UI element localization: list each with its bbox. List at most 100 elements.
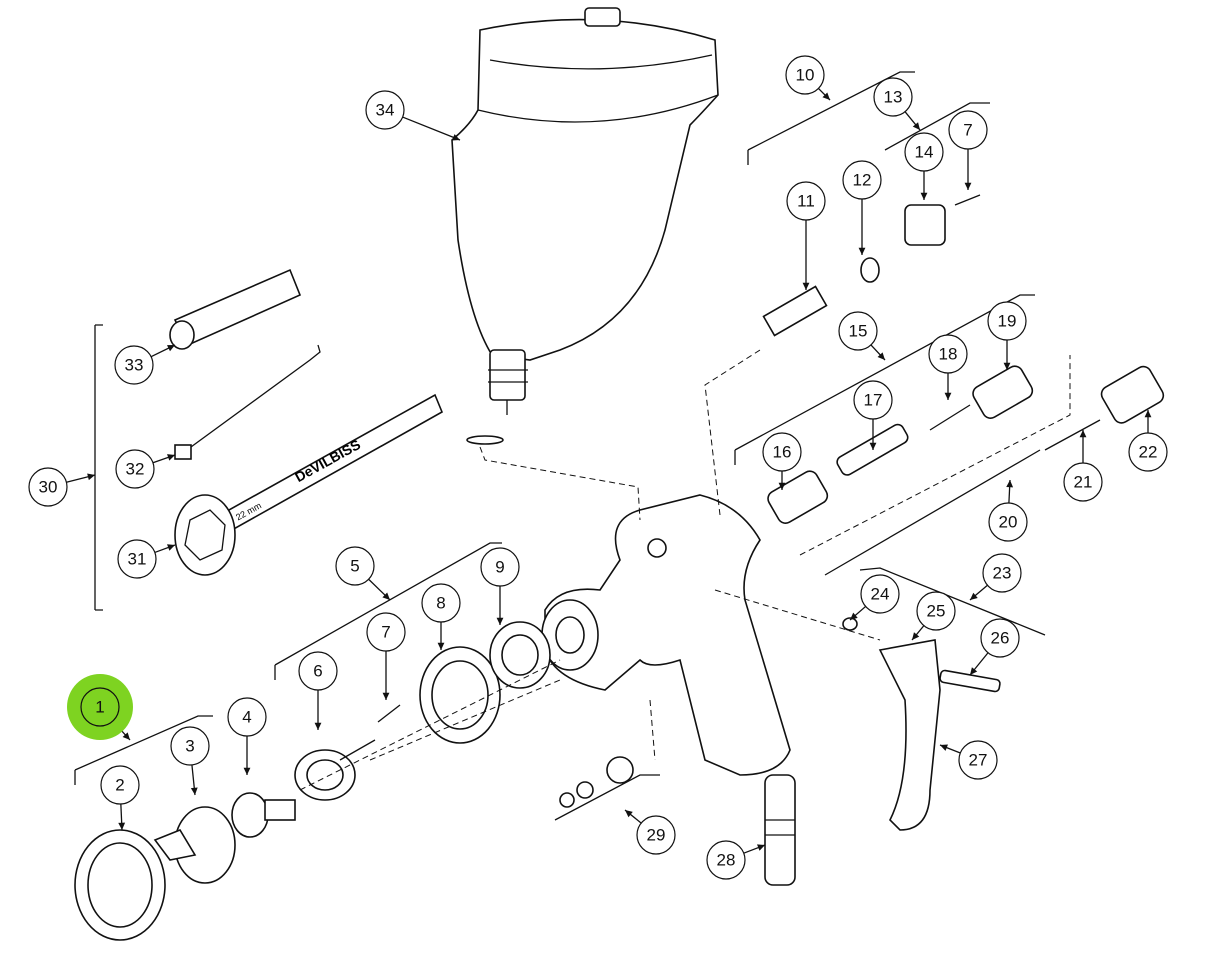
callout-circle	[785, 55, 825, 95]
callout-9[interactable]: 9	[480, 547, 520, 625]
callout-circle	[114, 345, 154, 385]
arrowhead-icon	[1006, 480, 1014, 488]
callout-label: 33	[125, 356, 144, 375]
arrowhead-icon	[314, 722, 322, 730]
arrowhead-icon	[877, 352, 885, 360]
callout-label: 28	[717, 851, 736, 870]
callout-label: 34	[376, 101, 395, 120]
arrowhead-icon	[452, 134, 460, 141]
callout-14[interactable]: 14	[904, 132, 944, 200]
arrowhead-icon	[869, 442, 877, 450]
arrowhead-icon	[122, 732, 130, 740]
callout-circle	[786, 181, 826, 221]
callout-label: 7	[381, 623, 390, 642]
callout-22[interactable]: 22	[1128, 410, 1168, 472]
callout-25[interactable]: 25	[911, 591, 956, 641]
callout-1[interactable]: 1	[67, 674, 133, 741]
callout-label: 31	[128, 550, 147, 569]
callout-13[interactable]: 13	[873, 77, 921, 131]
group-brackets	[74, 71, 1071, 821]
arrowhead-icon	[912, 122, 920, 130]
callout-2[interactable]: 2	[100, 765, 140, 831]
callout-15[interactable]: 15	[838, 311, 886, 361]
callout-4[interactable]: 4	[227, 697, 267, 775]
callout-12[interactable]: 12	[842, 160, 882, 255]
arrowhead-icon	[1003, 362, 1011, 370]
callout-19[interactable]: 19	[987, 301, 1027, 370]
arrowhead-icon	[167, 454, 175, 461]
callout-6[interactable]: 6	[298, 651, 338, 730]
callout-circle	[904, 132, 944, 172]
callout-11[interactable]: 11	[786, 181, 826, 290]
callout-circle	[117, 539, 157, 579]
callout-label: 8	[436, 594, 445, 613]
front-parts	[74, 621, 551, 941]
callout-3[interactable]: 3	[170, 726, 210, 796]
arrowhead-icon	[970, 592, 978, 600]
part-drawings: DeVILBISS 22 mm	[74, 7, 1165, 941]
callout-label: 16	[773, 443, 792, 462]
callout-20[interactable]: 20	[988, 479, 1028, 542]
arrowhead-icon	[1144, 410, 1152, 418]
callout-label: 12	[853, 171, 872, 190]
arrowhead-icon	[167, 345, 175, 352]
callout-21[interactable]: 21	[1063, 430, 1103, 502]
callout-33[interactable]: 33	[114, 344, 176, 385]
arrowhead-icon	[920, 192, 928, 200]
callout-circle	[365, 90, 405, 130]
arrowhead-icon	[167, 544, 175, 551]
callout-circle	[80, 687, 120, 727]
callout-18[interactable]: 18	[928, 334, 968, 400]
callout-23[interactable]: 23	[969, 553, 1022, 601]
callout-circle	[706, 840, 746, 880]
callout-26[interactable]: 26	[969, 618, 1020, 676]
callout-circle	[298, 651, 338, 691]
callout-label: 13	[884, 88, 903, 107]
callout-7[interactable]: 7	[366, 612, 406, 700]
callout-label: 19	[998, 312, 1017, 331]
callout-28[interactable]: 28	[706, 840, 766, 880]
callout-circle	[1063, 462, 1103, 502]
callout-circle	[988, 502, 1028, 542]
callout-label: 25	[927, 602, 946, 621]
callout-circle	[100, 765, 140, 805]
callout-24[interactable]: 24	[849, 574, 900, 621]
tools: DeVILBISS 22 mm	[169, 268, 444, 576]
callout-label: 11	[797, 192, 815, 211]
callout-29[interactable]: 29	[624, 809, 676, 855]
callout-label: 9	[495, 558, 504, 577]
callout-16[interactable]: 16	[762, 432, 802, 490]
callout-circle	[335, 546, 375, 586]
callout-circle	[928, 334, 968, 374]
callout-label: 30	[39, 478, 58, 497]
arrowhead-icon	[964, 182, 972, 190]
callout-circle	[982, 553, 1022, 593]
callout-30[interactable]: 30	[28, 467, 96, 507]
callout-27[interactable]: 27	[939, 740, 998, 780]
callout-circle	[980, 618, 1020, 658]
arrowhead-icon	[858, 247, 866, 255]
callout-7[interactable]: 7	[948, 110, 988, 190]
arrowhead-icon	[87, 473, 95, 481]
callout-label: 3	[185, 737, 194, 756]
callout-32[interactable]: 32	[115, 449, 176, 489]
callout-label: 4	[242, 708, 251, 727]
callout-17[interactable]: 17	[853, 380, 893, 450]
callout-label: 17	[864, 391, 883, 410]
callout-31[interactable]: 31	[117, 539, 176, 579]
arrowhead-icon	[912, 632, 920, 640]
callout-label: 20	[999, 513, 1018, 532]
callout-8[interactable]: 8	[421, 583, 461, 650]
callout-circle	[842, 160, 882, 200]
callout-circle	[838, 311, 878, 351]
callout-label: 14	[915, 143, 934, 162]
callout-5[interactable]: 5	[335, 546, 391, 601]
leader-line	[402, 116, 461, 141]
arrowhead-icon	[625, 810, 633, 818]
callout-label: 7	[963, 121, 972, 140]
callout-circle	[987, 301, 1027, 341]
arrowhead-icon	[944, 392, 952, 400]
callout-34[interactable]: 34	[365, 90, 461, 141]
callout-10[interactable]: 10	[785, 55, 831, 101]
